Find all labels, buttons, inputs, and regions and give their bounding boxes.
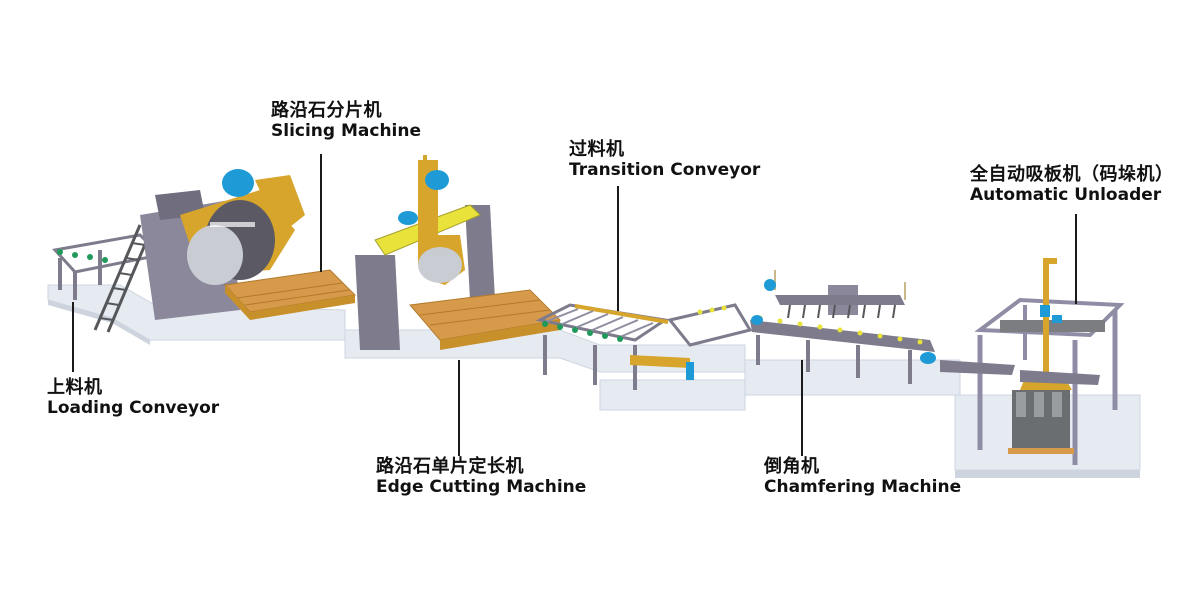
label-en: Edge Cutting Machine (376, 476, 587, 497)
label-zh: 上料机 (47, 377, 103, 398)
leader-line-unloader (1075, 214, 1077, 304)
label-en: Transition Conveyor (569, 159, 761, 180)
leader-line-slicing (320, 154, 322, 272)
label-zh: 全自动吸板机（码垛机） (970, 164, 1174, 185)
slicing-machine (140, 169, 357, 320)
leader-line-transition (617, 186, 619, 311)
label-en: Slicing Machine (271, 120, 422, 141)
label-zh: 路沿石分片机 (271, 100, 382, 121)
label-automatic-unloader: 全自动吸板机（码垛机） Automatic Unloader (970, 164, 1174, 205)
label-en: Automatic Unloader (970, 184, 1162, 205)
label-edge-cutting-machine: 路沿石单片定长机 Edge Cutting Machine (376, 456, 587, 497)
label-slicing-machine: 路沿石分片机 Slicing Machine (271, 100, 422, 141)
leader-line-loading (72, 302, 74, 372)
label-en: Loading Conveyor (47, 397, 220, 418)
automatic-unloader-machine (940, 258, 1125, 465)
transition-conveyor-machine (535, 303, 753, 390)
label-transition-conveyor: 过料机 Transition Conveyor (569, 139, 761, 180)
leader-line-edge-cutting (458, 360, 460, 456)
label-chamfering-machine: 倒角机 Chamfering Machine (764, 456, 962, 497)
label-zh: 倒角机 (764, 456, 820, 477)
label-en: Chamfering Machine (764, 476, 962, 497)
edge-cutting-machine (355, 155, 562, 350)
label-zh: 路沿石单片定长机 (376, 456, 524, 477)
chamfering-machine (750, 270, 936, 384)
label-loading-conveyor: 上料机 Loading Conveyor (47, 377, 220, 418)
label-zh: 过料机 (569, 139, 625, 160)
leader-line-chamfering (801, 360, 803, 456)
